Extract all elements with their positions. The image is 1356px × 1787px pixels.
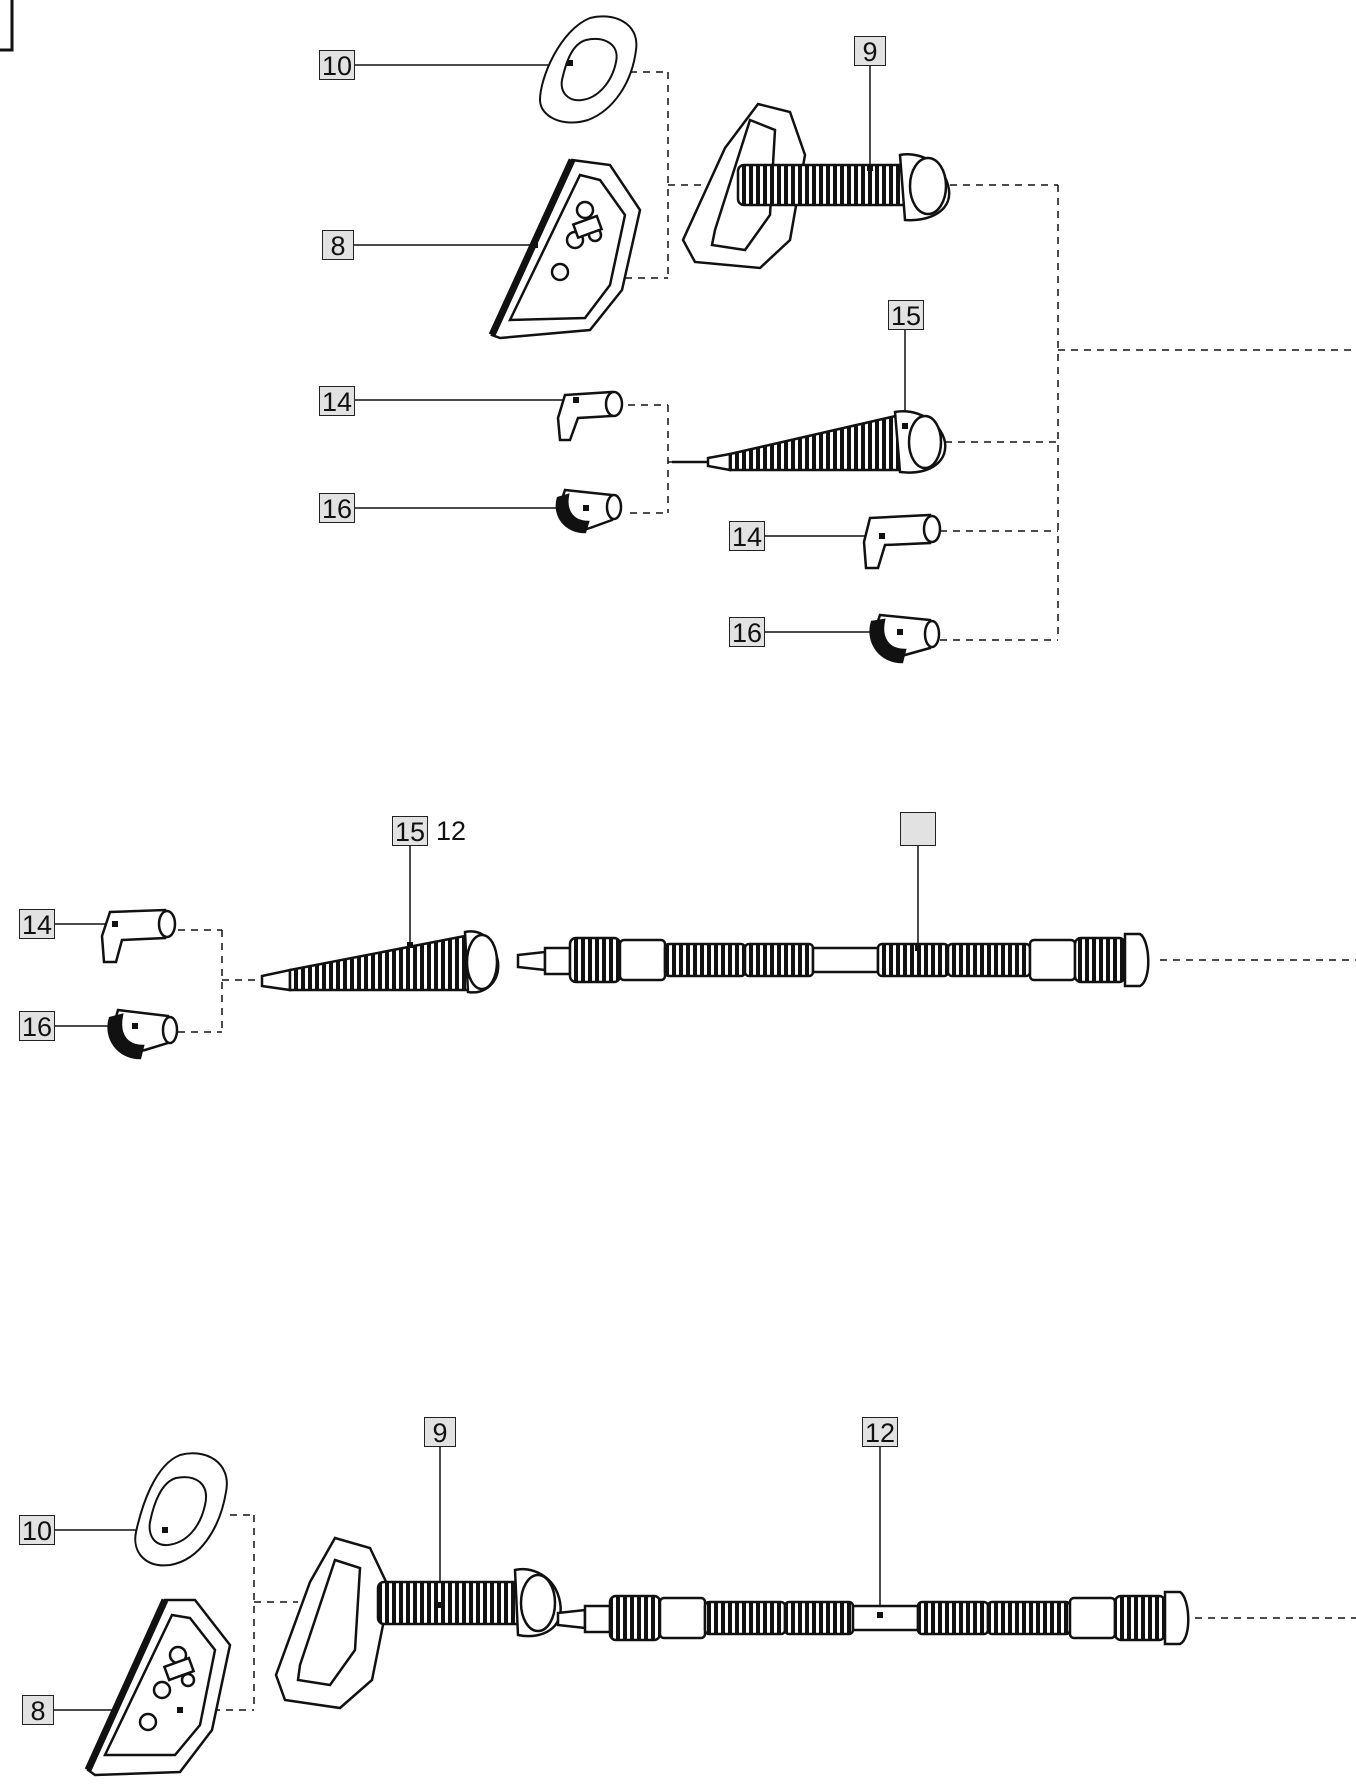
dashed-connectors-bottom (200, 1514, 1356, 1711)
label-part-12-middle: 12 (436, 816, 467, 846)
handle-part-9-bottom (274, 1536, 562, 1710)
pad-part-10 (538, 15, 638, 124)
elbow-nozzle-part-14-top-right (862, 513, 942, 570)
handle-part-9 (681, 102, 951, 270)
elbow-nozzle-part-14-middle (100, 908, 177, 964)
callout-part-12-bottom: 12 (862, 1417, 898, 1448)
extension-tube-bottom (556, 1590, 1190, 1646)
callout-part-8-bottom: 8 (22, 1695, 54, 1726)
callout-part-16-middle: 16 (19, 1011, 55, 1042)
pad-part-10-bottom (134, 1452, 228, 1567)
callout-part-8-top: 8 (322, 230, 354, 261)
callout-part-9-top: 9 (854, 36, 886, 67)
base-plate-part-8-bottom (84, 1598, 232, 1777)
leader-lines-top (354, 64, 906, 633)
callout-part-15-top: 15 (888, 300, 924, 331)
dashed-connectors-top (625, 71, 1356, 641)
dashed-connectors-middle (178, 929, 1356, 1033)
cone-nozzle-part-15-middle (260, 930, 500, 994)
callout-part-14-top-right: 14 (729, 521, 765, 552)
extension-tube-middle (516, 932, 1150, 988)
callout-part-16-top-left: 16 (319, 493, 355, 524)
round-nozzle-part-16-middle (107, 1008, 179, 1060)
callout-part-9-bottom: 9 (424, 1417, 456, 1448)
callout-part-10-bottom: 10 (19, 1515, 55, 1546)
callout-part-14-top-left: 14 (319, 386, 355, 417)
frame-corner (0, 0, 14, 52)
cone-nozzle-part-15 (672, 410, 947, 474)
callout-part-15-middle: 15 (392, 816, 428, 847)
callout-part-14-middle: 14 (19, 909, 55, 940)
callout-part-10-top: 10 (319, 50, 355, 81)
callout-blank-middle (900, 812, 936, 846)
base-plate-part-8 (488, 158, 642, 340)
callout-part-16-top-right: 16 (729, 617, 765, 648)
elbow-nozzle-part-14-top-left (556, 390, 624, 442)
round-nozzle-part-16-top-right (869, 613, 941, 664)
